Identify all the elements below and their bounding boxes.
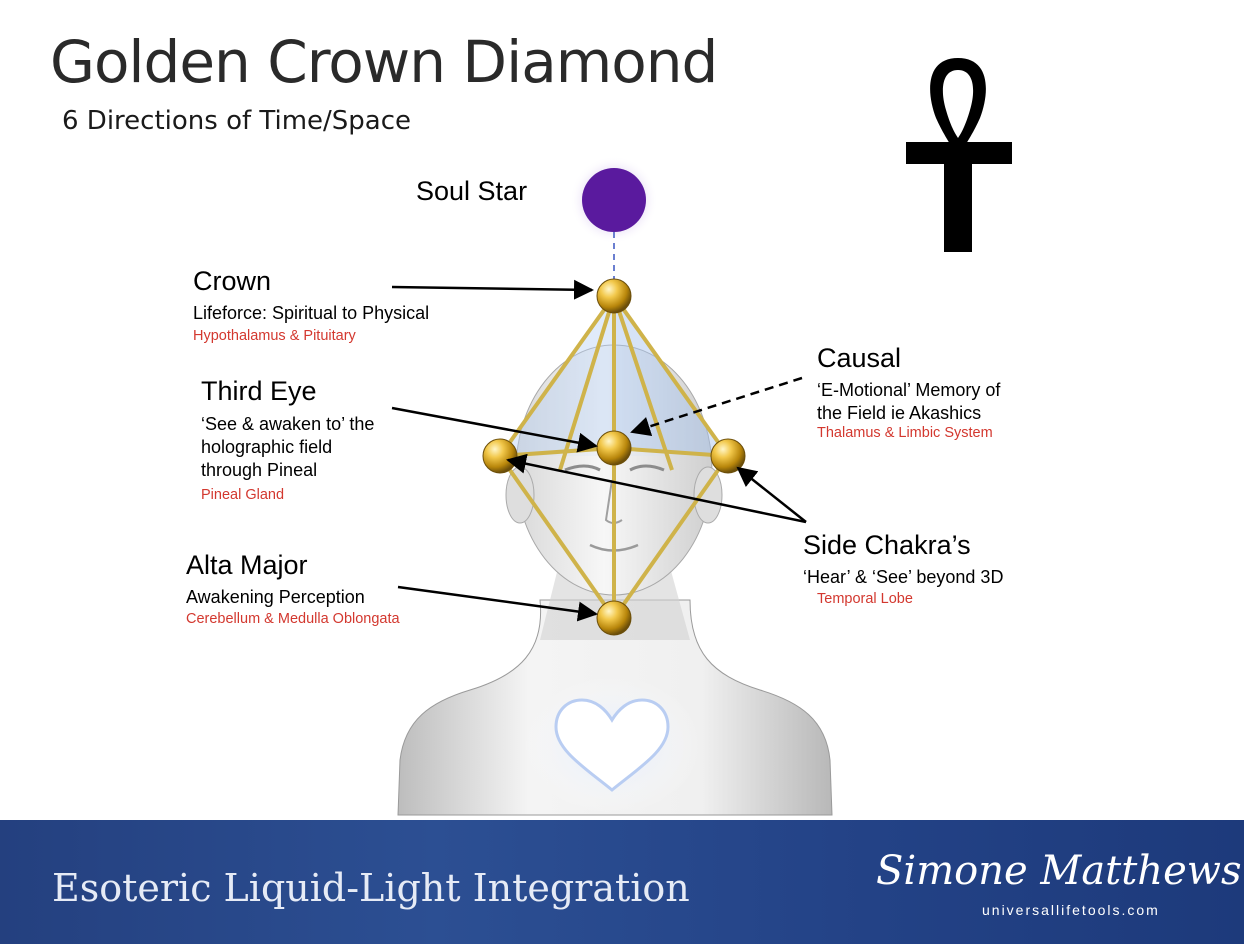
page-title: Golden Crown Diamond	[50, 28, 718, 96]
third-eye-node	[596, 430, 632, 466]
crown-arrow	[391, 279, 594, 300]
soul-star-icon	[582, 168, 646, 232]
left-side-chakra-node	[482, 438, 518, 474]
causal-heading: Causal	[817, 343, 902, 373]
crown-description: Lifeforce: Spiritual to Physical	[193, 303, 430, 323]
crown-anatomy: Hypothalamus & Pituitary	[193, 328, 356, 344]
right-side-chakra-node	[710, 438, 746, 474]
third-eye-description-line: ‘See & awaken to’ the	[201, 414, 375, 434]
alta-major-arrow	[397, 585, 598, 622]
side-chakras-description: ‘Hear’ & ‘See’ beyond 3D	[803, 567, 1004, 587]
alta-major-heading: Alta Major	[186, 550, 308, 580]
crown-node	[596, 278, 632, 314]
eye-right	[629, 464, 665, 472]
causal-anatomy: Thalamus & Limbic System	[817, 425, 993, 441]
ear-right	[693, 466, 723, 524]
side-chakras-heading: Side Chakra’s	[803, 530, 971, 560]
third-eye-arrow	[391, 406, 598, 453]
brand-signature: Simone Matthews	[876, 848, 1242, 894]
crown-heading: Crown	[193, 266, 272, 296]
eye-left	[564, 464, 601, 472]
causal-description-line: the Field ie Akashics	[817, 403, 982, 423]
causal-description-line: ‘E-Motional’ Memory of	[817, 380, 1001, 400]
third-eye-description-line: through Pineal	[201, 460, 318, 480]
page-subtitle: 6 Directions of Time/Space	[62, 106, 412, 136]
third-eye-anatomy: Pineal Gland	[201, 487, 285, 503]
alta-major-description: Awakening Perception	[186, 587, 365, 607]
third-eye-description-line: holographic field	[201, 437, 333, 457]
soul-star-label: Soul Star	[416, 176, 528, 206]
third-eye-heading: Third Eye	[201, 376, 317, 406]
footer-tagline: Esoteric Liquid-Light Integration	[52, 866, 690, 910]
footer-banner	[0, 820, 1244, 944]
side-chakra-arrow-left	[506, 453, 807, 524]
side-chakras-anatomy: Temporal Lobe	[817, 591, 913, 607]
heart-icon	[554, 698, 670, 792]
ankh-icon	[906, 58, 1012, 252]
alta-major-node	[596, 600, 632, 636]
brand-url[interactable]: universallifetools.com	[982, 902, 1160, 918]
side-chakra-arrow-right	[736, 466, 807, 523]
alta-major-anatomy: Cerebellum & Medulla Oblongata	[186, 611, 400, 627]
